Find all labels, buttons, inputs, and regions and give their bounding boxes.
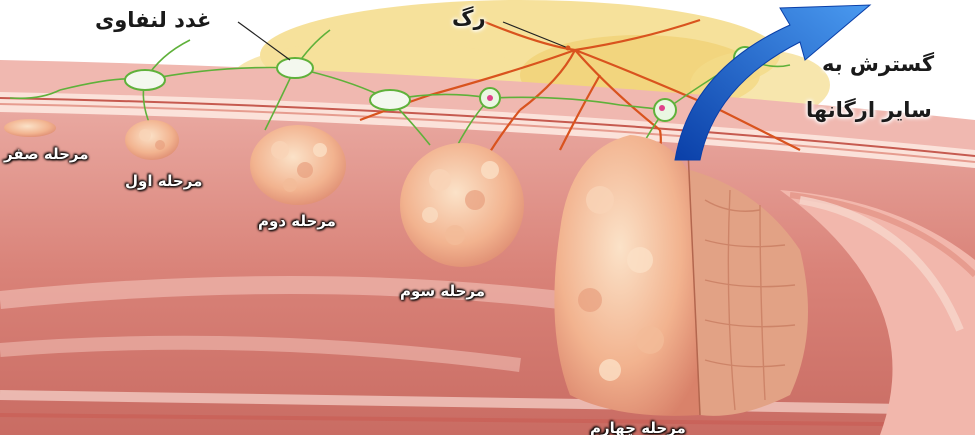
stage-1-label: مرحله اول (125, 172, 202, 190)
stage-0-label: مرحله صفر (4, 145, 89, 163)
spread-label-line2: سایر ارگانها (806, 98, 932, 122)
tumor-stage-3 (400, 143, 524, 267)
stage-3-label: مرحله سوم (400, 282, 485, 300)
vessel-label: رگ (452, 6, 486, 30)
lymph-node-label: غدد لنفاوی (95, 8, 211, 32)
stage-2-label: مرحله دوم (258, 212, 336, 230)
stage-4-label: مرحله چهارم (590, 419, 686, 435)
spread-label-line1: گسترش به (822, 52, 934, 76)
tumor-stage-1 (125, 120, 179, 160)
tumor-stage-2 (250, 125, 346, 205)
tumor-stage-0 (4, 119, 56, 137)
